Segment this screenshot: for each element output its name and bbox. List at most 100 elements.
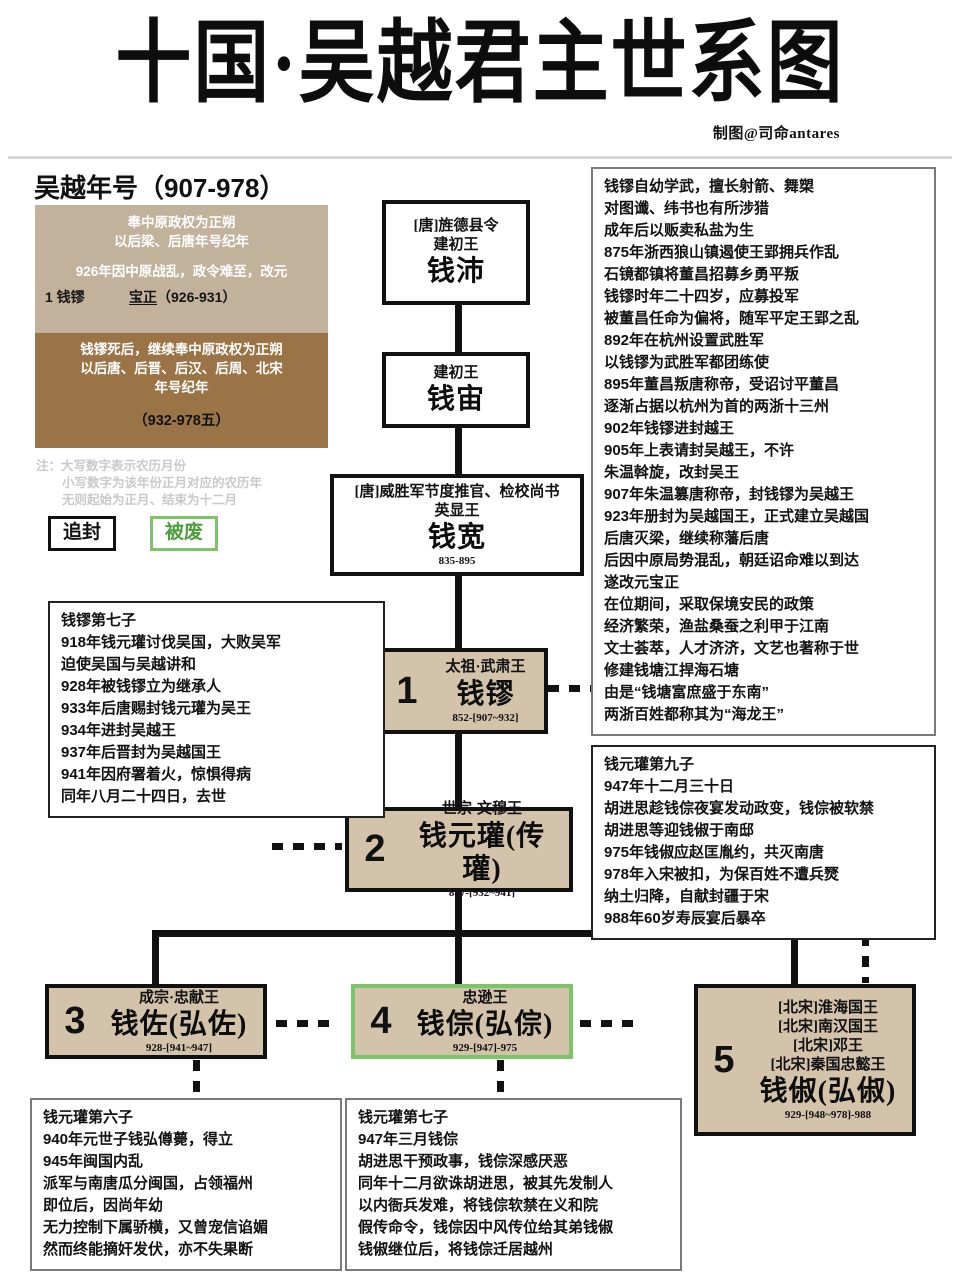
legend-key-posthumous: 追封	[48, 516, 117, 551]
annotation-qianyuanguan-line-4: 933年后唐赐封钱元瓘为吴王	[61, 700, 252, 717]
annotation-qianyuanguan-line-2: 迫使吴国与吴越讲和	[61, 656, 197, 673]
annotation-qianyuanguan-line-1: 918年钱元瓘讨伐吴国，大败吴军	[61, 634, 282, 651]
annotation-qianyuanguan-line-7: 941年因府署着火，惊惧得病	[61, 766, 252, 783]
annotation-qianliu-line-23: 由是“钱塘富庶盛于东南”	[604, 684, 770, 701]
node-ruler-1-dates: 852-[907~932]	[452, 711, 519, 724]
connector-qiankuan-ruler1	[455, 575, 462, 648]
node-ruler-2-rank: 2	[364, 828, 386, 870]
annotation-qianliu-line-6: 被董昌任命为偏将，随军平定王郢之乱	[604, 310, 860, 327]
node-ruler-3-name: 钱佐(弘佐)	[110, 1009, 248, 1041]
annotation-qianliu-line-19: 在位期间，采取保境安民的政策	[604, 596, 815, 613]
node-ruler-2-dates: 887-[932~941]	[448, 886, 516, 899]
dashed-link-ruler1-annotation	[548, 685, 592, 692]
node-qiankuan-title-0: [唐]威胜军节度推官、检校尚书	[354, 483, 560, 500]
node-ruler-5-qianchu[interactable]: 5 [北宋]淮海国王 [北宋]南汉国王 [北宋]邓王 [北宋]秦国忠懿王 钱俶(…	[694, 984, 916, 1136]
node-ruler-3-body: 成宗·忠献王 钱佐(弘佐) 928-[941~947]	[101, 989, 263, 1054]
node-ruler-4-name: 钱倧(弘倧)	[416, 1009, 554, 1041]
node-ruler-4-qianzong[interactable]: 4 忠逊王 钱倧(弘倧) 929-[947]-975	[351, 984, 573, 1059]
dashed-link-ruler5-annotation	[862, 935, 869, 983]
era-lower-line-1: 以后唐、后晋、后汉、后周、北宋	[80, 361, 283, 376]
node-qiankuan-name: 钱宽	[427, 522, 486, 554]
connector-bus-to-ruler5	[791, 930, 798, 984]
legend-key-deposed: 被废	[150, 516, 219, 551]
node-ruler-1-qianliu[interactable]: 1 太祖·武肃王 钱镠 852-[907~932]	[377, 648, 548, 734]
dashed-link-ruler2-annotation	[272, 843, 342, 850]
annotation-qianliu-line-15: 923年册封为吴越国王，正式建立吴越国	[604, 508, 870, 525]
annotation-qianyuanguan-line-0: 钱镠第七子	[61, 612, 137, 629]
node-qianzhou[interactable]: 建初王 钱宙	[382, 352, 530, 428]
node-ruler-4-dates: 929-[947]-975	[452, 1042, 518, 1055]
annotation-qianzong-line-4: 以内衙兵发难，将钱倧软禁在义和院	[358, 1197, 599, 1214]
annotation-qianliu-line-1: 对图谶、纬书也有所涉猎	[604, 200, 770, 217]
era-row: 1 钱镠 宝正（926-931）	[35, 287, 328, 307]
node-ruler-1-rank: 1	[396, 669, 418, 712]
annotation-qianzuo-line-4: 即位后，因尚年幼	[43, 1197, 164, 1214]
annotation-qianliu-line-21: 文士荟萃，人才济济，文艺也著称于世	[604, 640, 860, 657]
annotation-qianzuo-line-5: 无力控制下属骄横，又曾宠信谄媚	[43, 1219, 269, 1236]
node-ruler-2-qianyuanguan[interactable]: 2 世宗·文穆王 钱元瓘(传瓘) 887-[932~941]	[345, 801, 573, 899]
annotation-qianliu-line-8: 以钱镠为武胜军都团练使	[604, 354, 770, 371]
annotation-qianyuanguan: 钱镠第七子 918年钱元瓘讨伐吴国，大败吴军 迫使吴国与吴越讲和 928年被钱镠…	[48, 601, 385, 818]
era-legend-lower: 钱镠死后，继续奉中原政权为正朔 以后唐、后晋、后汉、后周、北宋 年号纪年 （93…	[35, 333, 328, 448]
annotation-qianzong-line-5: 假传命令，钱倧因中风传位给其弟钱俶	[358, 1219, 614, 1236]
dashed-link-ruler4-bottom-annotation	[497, 1060, 504, 1100]
node-ruler-5-title-2: [北宋]邓王	[793, 1037, 863, 1054]
annotation-qianzong-line-2: 胡进思干预政事，钱倧深感厌恶	[358, 1153, 569, 1170]
annotation-qianliu-line-18: 遂改元宝正	[604, 574, 680, 591]
annotation-qianyuanguan-line-5: 934年进封吴越王	[61, 722, 177, 739]
annotation-qianzuo-line-3: 派军与南唐瓜分闽国，占领福州	[43, 1175, 254, 1192]
node-qianpei-name: 钱沛	[426, 256, 485, 288]
era-legend-panel: 奉中原政权为正朔 以后梁、后唐年号纪年 926年因中原战乱，政令难至，改元 1 …	[35, 205, 328, 448]
annotation-qianliu-line-12: 905年上表请封吴越王，不许	[604, 442, 795, 459]
annotation-qianliu-line-2: 成年后以贩卖私盐为生	[604, 222, 755, 239]
connector-bus-to-ruler4	[455, 930, 462, 984]
annotation-qianliu-line-0: 钱镠自幼学武，擅长射箭、舞槊	[604, 178, 815, 195]
annotation-qianzong-line-1: 947年三月钱倧	[358, 1131, 459, 1148]
node-qianzhou-title-0: 建初王	[433, 364, 479, 381]
annotation-qianyuanguan-line-6: 937年后晋封为吴越国王	[61, 744, 222, 761]
era-row-era: 宝正（926-931）	[129, 287, 236, 307]
annotation-qianchu-line-4: 975年钱俶应赵匡胤约，共灭南唐	[604, 844, 825, 861]
annotation-qianliu-line-4: 石镜都镇将董昌招募乡勇平叛	[604, 266, 800, 283]
legend-note-line-1: 小写数字为该年份正月对应的农历年	[62, 476, 263, 490]
annotation-qianzong-line-3: 同年十二月欲诛胡进思，被其先发制人	[358, 1175, 614, 1192]
era-lower-line-0: 钱镠死后，继续奉中原政权为正朔	[80, 342, 283, 357]
annotation-qianzuo-line-1: 940年元世子钱弘僔薨，得立	[43, 1131, 234, 1148]
annotation-qianliu-line-11: 902年钱镠进封越王	[604, 420, 735, 437]
legend-title: 吴越年号（907-978）	[34, 173, 286, 203]
annotation-qianliu-line-7: 892年在杭州设置武胜军	[604, 332, 765, 349]
era-upper-line-0: 奉中原政权为正朔	[127, 215, 236, 230]
node-ruler-3-title-0: 成宗·忠献王	[138, 989, 219, 1006]
era-lower-range: （932-978五）	[133, 413, 230, 429]
node-qiankuan-inner: [唐]威胜军节度推官、检校尚书 英显王 钱宽 835-895	[334, 481, 580, 569]
page-title: 十国·吴越君主世系图	[115, 14, 845, 114]
node-ruler-5-title-0: [北宋]淮海国王	[778, 999, 878, 1016]
annotation-qianliu-line-9: 895年董昌叛唐称帝，受诏讨平董昌	[604, 376, 840, 393]
node-ruler-3-qianzuo[interactable]: 3 成宗·忠献王 钱佐(弘佐) 928-[941~947]	[45, 984, 267, 1059]
legend-note-line-0: 注：大写数字表示农历月份	[36, 459, 187, 473]
node-ruler-5-title-3: [北宋]秦国忠懿王	[770, 1057, 886, 1074]
credit-label: 制图@司命antares	[712, 126, 840, 142]
legend-note-line-2: 无则起始为正月、结束为十二月	[62, 493, 238, 507]
node-ruler-5-body: [北宋]淮海国王 [北宋]南汉国王 [北宋]邓王 [北宋]秦国忠懿王 钱俶(弘俶…	[750, 999, 912, 1122]
spacer	[35, 251, 328, 262]
annotation-qianzuo-line-0: 钱元瓘第六子	[43, 1109, 134, 1126]
node-qianpei[interactable]: [唐]旌德县令 建初王 钱沛	[382, 200, 530, 305]
node-qianpei-title-1: 建初王	[433, 236, 479, 253]
annotation-qianchu-line-7: 988年60岁寿辰宴后暴卒	[604, 910, 766, 927]
annotation-qianyuanguan-line-3: 928年被钱镠立为继承人	[61, 678, 222, 695]
connector-children-bus	[152, 930, 798, 937]
annotation-qianchu: 钱元瓘第九子 947年十二月三十日 胡进思趁钱倧夜宴发动政变，钱倧被软禁 胡进思…	[591, 745, 936, 940]
node-qiankuan-title-1: 英显王	[434, 502, 480, 519]
node-ruler-1-body: 太祖·武肃王 钱镠 852-[907~932]	[433, 658, 544, 723]
connector-bus-to-ruler3	[152, 930, 159, 984]
node-ruler-1-name: 钱镠	[456, 678, 515, 710]
legend-note: 注：大写数字表示农历月份 小写数字为该年份正月对应的农历年 无则起始为正月、结束…	[36, 458, 336, 509]
node-qiankuan[interactable]: [唐]威胜军节度推官、检校尚书 英显王 钱宽 835-895	[330, 474, 584, 576]
annotation-qianzuo-line-6: 然而终能摘奸发伏，亦不失果断	[43, 1241, 254, 1258]
node-qianzhou-name: 钱宙	[426, 384, 485, 416]
annotation-qianyuanguan-line-8: 同年八月二十四日，去世	[61, 788, 227, 805]
node-qianpei-inner: [唐]旌德县令 建初王 钱沛	[386, 215, 526, 290]
connector-ruler2-down	[455, 890, 462, 930]
annotation-qianliu-line-3: 875年浙西狼山镇遏使王郢拥兵作乱	[604, 244, 840, 261]
